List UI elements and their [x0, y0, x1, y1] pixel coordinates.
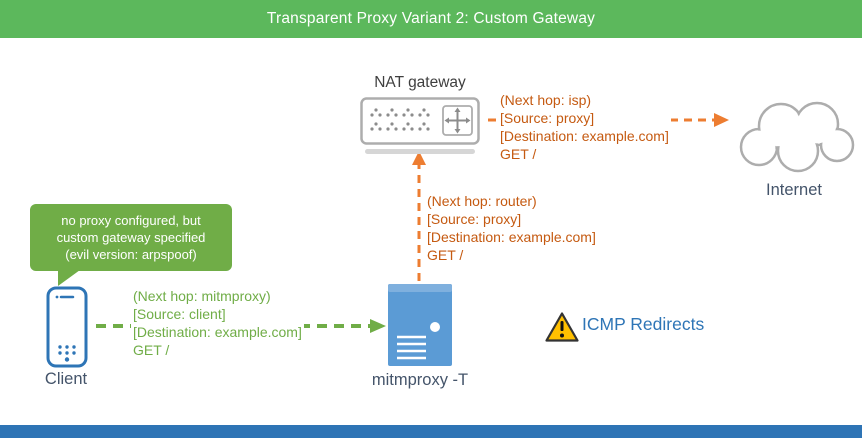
flow-label-line: (Next hop: mitmproxy): [133, 288, 271, 304]
callout-bubble: no proxy configured, but custom gateway …: [30, 204, 232, 286]
callout-line: no proxy configured, but: [61, 213, 201, 228]
arrowhead-gateway-to-internet: [714, 113, 729, 127]
client-label: Client: [44, 370, 88, 388]
flow-label-line: [Source: proxy]: [500, 110, 595, 126]
warning-triangle-icon: [545, 312, 579, 342]
internet-label: Internet: [766, 181, 822, 199]
title-banner: Transparent Proxy Variant 2: Custom Gate…: [0, 0, 862, 38]
flow-label-line: GET /: [427, 247, 464, 263]
smartphone-icon: [46, 286, 88, 368]
callout-line: custom gateway specified: [56, 230, 206, 245]
mitmproxy-label: mitmproxy -T: [371, 371, 469, 389]
flow-label-gateway-to-internet: (Next hop: isp) [Source: proxy] [Destina…: [498, 91, 671, 163]
flow-label-proxy-to-gateway: (Next hop: router) [Source: proxy] [Dest…: [425, 192, 598, 264]
flow-label-line: GET /: [500, 146, 537, 162]
arrowhead-client-to-proxy: [370, 319, 386, 333]
flow-label-line: [Source: client]: [133, 306, 226, 322]
router-icon: [360, 97, 480, 154]
flow-label-line: [Destination: example.com]: [427, 229, 596, 245]
flow-label-line: [Destination: example.com]: [133, 324, 302, 340]
server-icon: [388, 284, 452, 366]
warning-label: ICMP Redirects: [582, 314, 705, 334]
flow-label-line: [Destination: example.com]: [500, 128, 669, 144]
callout-line: (evil version: arpspoof): [65, 247, 197, 262]
flow-label-client-to-proxy: (Next hop: mitmproxy) [Source: client] […: [131, 287, 304, 359]
cloud-icon: [739, 101, 855, 173]
nat-gateway-label: NAT gateway: [374, 74, 466, 91]
flow-label-line: GET /: [133, 342, 170, 358]
callout-tail: [58, 270, 80, 286]
footer-bar: [0, 425, 862, 438]
flow-label-line: (Next hop: router): [427, 193, 537, 209]
arrowhead-proxy-to-gateway: [412, 151, 426, 165]
flow-label-line: (Next hop: isp): [500, 92, 592, 108]
diagram-title: Transparent Proxy Variant 2: Custom Gate…: [266, 10, 596, 27]
flow-label-line: [Source: proxy]: [427, 211, 522, 227]
